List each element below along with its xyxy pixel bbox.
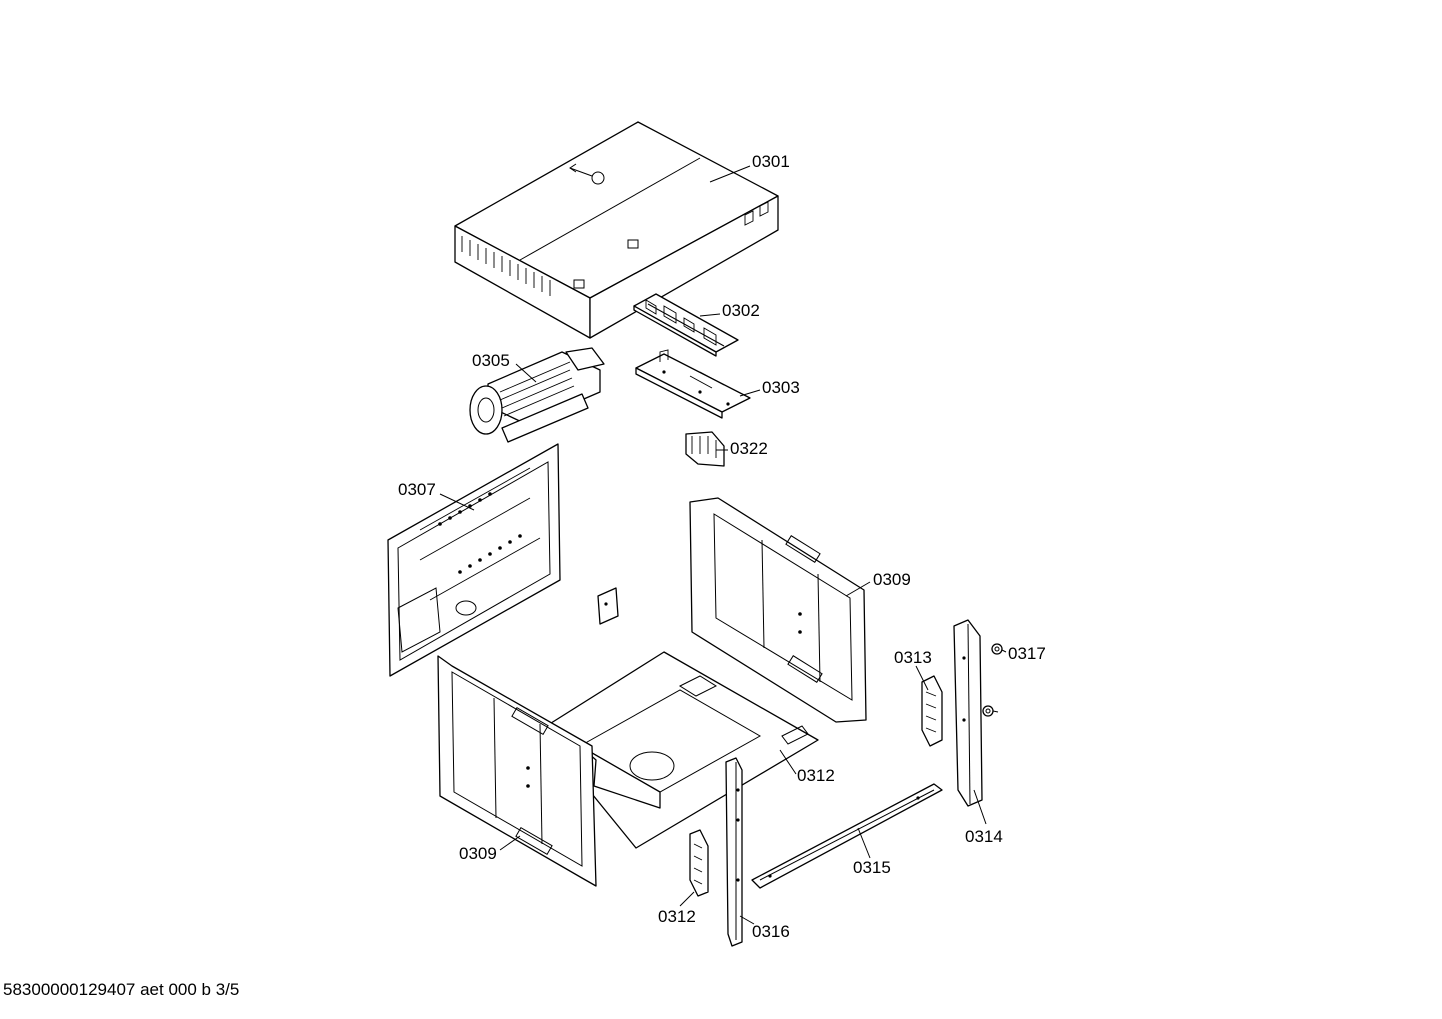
label-0311: 0312 — [797, 766, 835, 785]
label-0322: 0322 — [730, 439, 768, 458]
label-0309-left: 0309 — [459, 844, 497, 863]
part-0301-top-cover[interactable] — [454, 121, 779, 339]
part-0303-board-bracket[interactable] — [635, 349, 751, 419]
part-0317-nut[interactable] — [982, 705, 994, 717]
label-0312-rear: 0313 — [894, 648, 932, 667]
part-0316-nut[interactable] — [991, 643, 1003, 655]
label-0302: 0302 — [722, 301, 760, 320]
label-0315: 0315 — [853, 858, 891, 877]
part-0307-rear-panel[interactable] — [387, 443, 561, 677]
part-0305-tangential-fan[interactable] — [469, 347, 605, 443]
part-0312-shelf-support-rear[interactable] — [921, 675, 943, 747]
part-0309-left-side-panel[interactable] — [437, 655, 597, 887]
label-0309-right: 0309 — [873, 570, 911, 589]
label-0307: 0307 — [398, 480, 436, 499]
part-small-bracket[interactable] — [597, 587, 619, 625]
label-0303: 0303 — [762, 378, 800, 397]
label-0305: 0305 — [472, 351, 510, 370]
label-0301: 0301 — [752, 152, 790, 171]
part-0302-control-board[interactable] — [633, 293, 739, 357]
part-0313-right-frame-post[interactable] — [953, 619, 983, 807]
label-0316: 0317 — [1008, 644, 1046, 663]
part-0314-front-frame-post[interactable] — [725, 757, 743, 947]
part-0309-right-side-panel[interactable] — [689, 497, 867, 723]
part-0315-bottom-front-rail[interactable] — [751, 783, 943, 889]
rear-panel-vent-holes — [438, 492, 522, 574]
document-code: 58300000129407 aet 000 b 3/5 — [3, 980, 240, 999]
label-0313: 0314 — [965, 827, 1003, 846]
part-0312-shelf-support-front[interactable] — [689, 829, 709, 897]
part-0311-oven-floor[interactable] — [539, 651, 819, 849]
label-0312-front: 0312 — [658, 907, 696, 926]
part-0322-connector[interactable] — [685, 431, 725, 467]
leader-lines — [439, 165, 1007, 925]
label-0314: 0316 — [752, 922, 790, 941]
